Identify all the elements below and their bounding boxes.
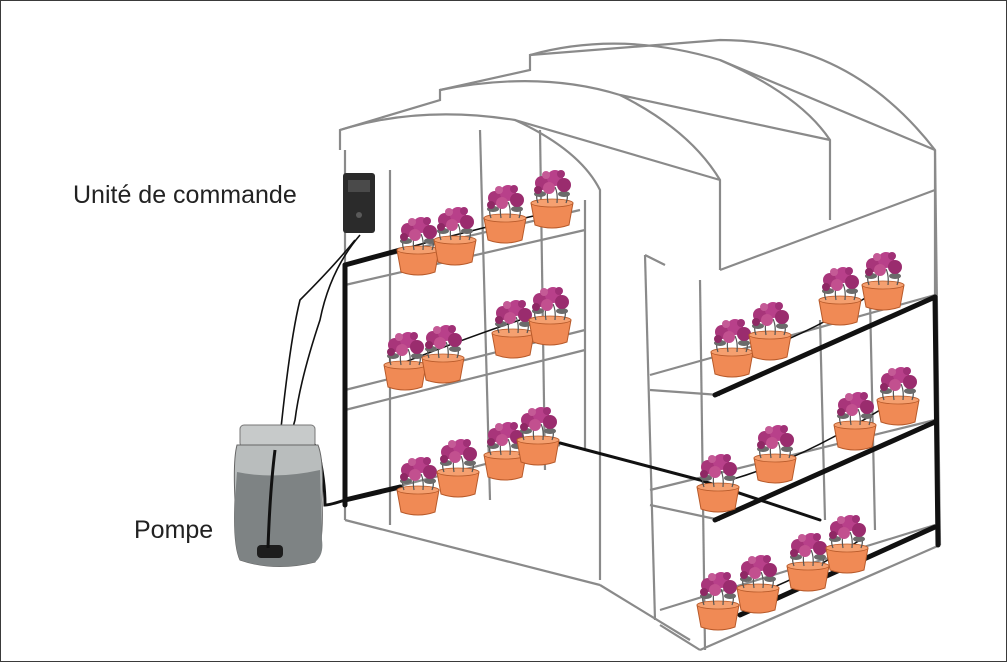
control-unit-label: Unité de commande (73, 181, 297, 209)
flower-pot-icon (710, 251, 905, 378)
pump-label: Pompe (134, 516, 214, 544)
water-tank-icon (233, 424, 323, 568)
flower-pot-icon (396, 406, 560, 516)
control-box-icon (343, 173, 375, 233)
flower-pot-icon (396, 169, 574, 276)
